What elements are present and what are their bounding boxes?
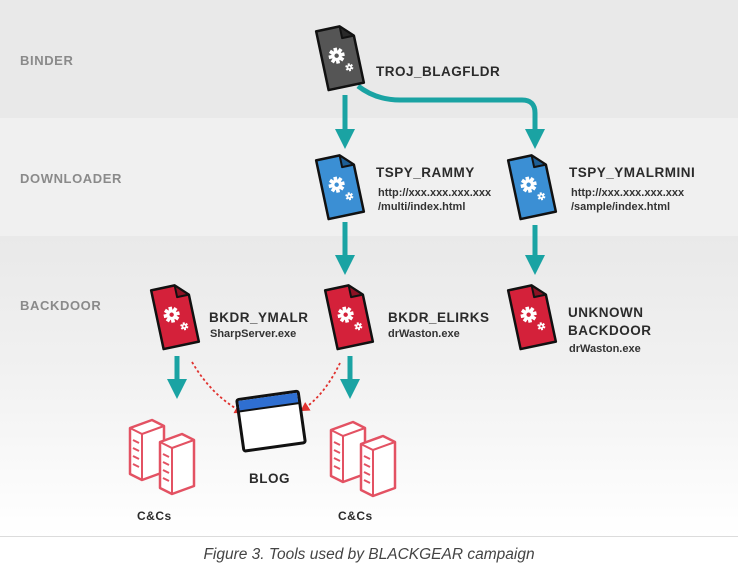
- arrow-binder-to-ymalrmini: [356, 83, 545, 149]
- tool-url-tspy-ymalrmini: http://xxx.xxx.xxx.xxx /sample/index.htm…: [571, 186, 684, 214]
- server-stack-icon-right: [329, 420, 397, 498]
- tool-name-tspy-ymalrmini: TSPY_YMALRMINI: [569, 165, 696, 180]
- downloader-band: [0, 118, 738, 236]
- tool-file-bkdr-ymalr: SharpServer.exe: [210, 328, 297, 340]
- row-label-binder: BINDER: [20, 53, 74, 68]
- diagram-graphics: [128, 25, 558, 498]
- gear-file-icon-unknown-backdoor: [506, 284, 558, 351]
- tool-file-unknown-backdoor: drWaston.exe: [569, 343, 641, 355]
- target-label-blog: BLOG: [249, 471, 290, 486]
- target-label-cncs-left: C&Cs: [137, 509, 172, 523]
- tool-name-bkdr-ymalr: BKDR_YMALR: [209, 310, 309, 325]
- tool-name-unknown-line1: UNKNOWN: [568, 305, 644, 320]
- binder-band: [0, 0, 738, 118]
- diagram-figure: BINDER DOWNLOADER BACKDOOR: [0, 0, 738, 536]
- tool-name-unknown-line2: BACKDOOR: [568, 323, 652, 338]
- dotted-arrow-ymalr-to-blog: [191, 361, 244, 414]
- url-line-1: http://xxx.xxx.xxx.xxx: [571, 187, 685, 199]
- tool-name-bkdr-elirks: BKDR_ELIRKS: [388, 310, 490, 325]
- gear-file-icon-bkdr-ymalr: [149, 284, 201, 351]
- tool-file-bkdr-elirks: drWaston.exe: [388, 328, 460, 340]
- url-line-2: /sample/index.html: [571, 201, 671, 213]
- figure-caption: Figure 3. Tools used by BLACKGEAR campai…: [203, 546, 535, 563]
- dotted-arrow-elirks-to-blog: [300, 362, 341, 412]
- tool-url-tspy-rammy: http://xxx.xxx.xxx.xxx /multi/index.html: [378, 186, 491, 214]
- tool-name-troj-blagfldr: TROJ_BLAGFLDR: [376, 64, 501, 79]
- row-label-downloader: DOWNLOADER: [20, 171, 123, 186]
- server-stack-icon-left: [128, 418, 196, 496]
- gear-file-icon-tspy-rammy: [314, 154, 366, 221]
- url-line-2: /multi/index.html: [378, 201, 466, 213]
- gear-file-icon-troj-blagfldr: [314, 25, 366, 92]
- target-label-cncs-right: C&Cs: [338, 509, 373, 523]
- browser-window-icon-blog: [235, 389, 307, 453]
- row-label-backdoor: BACKDOOR: [20, 298, 102, 313]
- gear-file-icon-bkdr-elirks: [323, 284, 375, 351]
- gear-file-icon-tspy-ymalrmini: [506, 154, 558, 221]
- url-line-1: http://xxx.xxx.xxx.xxx: [378, 187, 492, 199]
- tool-name-tspy-rammy: TSPY_RAMMY: [376, 165, 475, 180]
- figure-divider: [0, 536, 738, 537]
